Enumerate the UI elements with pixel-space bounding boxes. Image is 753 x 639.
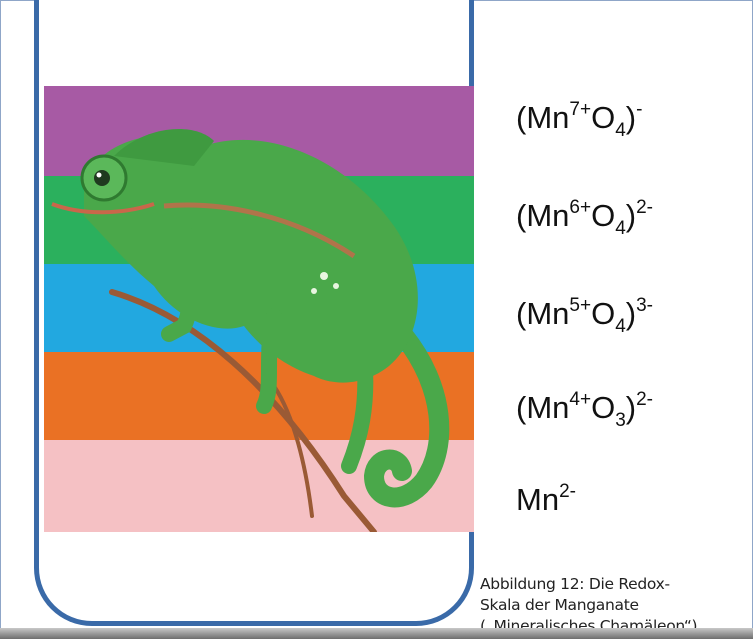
caption-line-1: Abbildung 12: Die Redox- [480,574,750,595]
chameleon-mid-leg [264,316,274,406]
formula-permanganate: (Mn7+O4)- [516,102,642,133]
chameleon-body [84,136,418,382]
formula-manganate: (Mn6+O4)2- [516,200,653,231]
formula-hypomanganate: (Mn5+O4)3- [516,298,653,329]
chameleon-image [44,86,474,532]
formula-mn-ion: Mn2- [516,484,576,515]
bottom-shadow-bar [0,628,753,639]
caption-line-2: Skala der Manganate [480,595,750,616]
formula-manganite: (Mn4+O3)2- [516,392,653,423]
